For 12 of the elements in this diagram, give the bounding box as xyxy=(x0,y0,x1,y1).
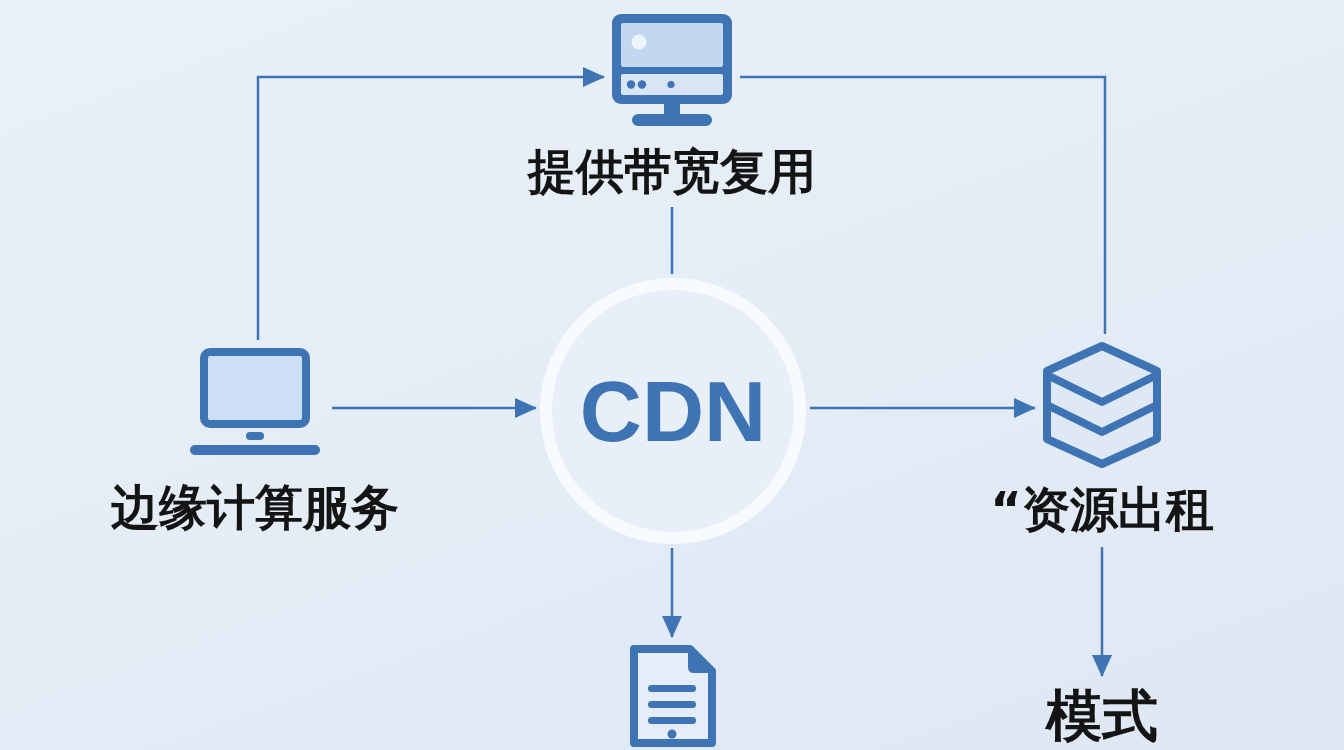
node-label: 模式 xyxy=(1046,684,1158,748)
connector-line xyxy=(740,75,1107,334)
node-label: 边缘计算服务 xyxy=(111,480,399,535)
arrow xyxy=(1092,547,1112,677)
connector-line xyxy=(670,207,674,274)
node-label: 提供带宽复用 xyxy=(528,144,816,199)
arrow xyxy=(256,67,605,340)
arrow xyxy=(332,398,537,418)
arrow xyxy=(662,548,682,638)
arrow xyxy=(810,398,1036,418)
node-label: “资源出租 xyxy=(990,482,1214,537)
circle: CDN xyxy=(540,278,806,544)
